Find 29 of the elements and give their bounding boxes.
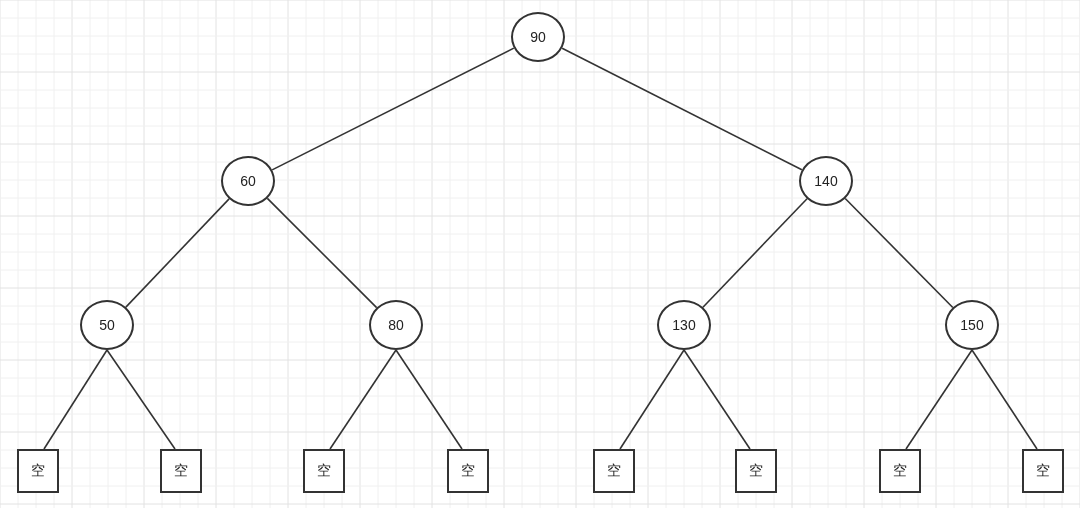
empty-leaf-box: 空 — [1022, 449, 1064, 493]
tree-node-circle: 140 — [799, 156, 853, 206]
empty-leaf-box: 空 — [17, 449, 59, 493]
empty-leaf-box: 空 — [447, 449, 489, 493]
tree-node-circle: 80 — [369, 300, 423, 350]
empty-leaf-box: 空 — [303, 449, 345, 493]
tree-edge — [702, 198, 808, 308]
tree-edge — [125, 198, 230, 308]
tree-edge — [905, 349, 973, 450]
tree-edge — [971, 349, 1038, 450]
tree-node-circle: 130 — [657, 300, 711, 350]
tree-edge — [329, 349, 397, 450]
tree-edge — [271, 47, 515, 171]
tree-edge — [619, 349, 685, 450]
empty-leaf-box: 空 — [879, 449, 921, 493]
empty-leaf-box: 空 — [593, 449, 635, 493]
tree-node-circle: 60 — [221, 156, 275, 206]
tree-node-circle: 150 — [945, 300, 999, 350]
empty-leaf-box: 空 — [735, 449, 777, 493]
tree-edge — [844, 197, 954, 309]
tree-node-circle: 90 — [511, 12, 565, 62]
tree-edge — [561, 47, 803, 171]
tree-edge — [395, 349, 463, 450]
tree-node-circle: 50 — [80, 300, 134, 350]
tree-edge — [266, 197, 378, 309]
tree-edge — [43, 349, 108, 450]
tree-edge — [683, 349, 751, 450]
empty-leaf-box: 空 — [160, 449, 202, 493]
tree-edge — [106, 349, 176, 450]
